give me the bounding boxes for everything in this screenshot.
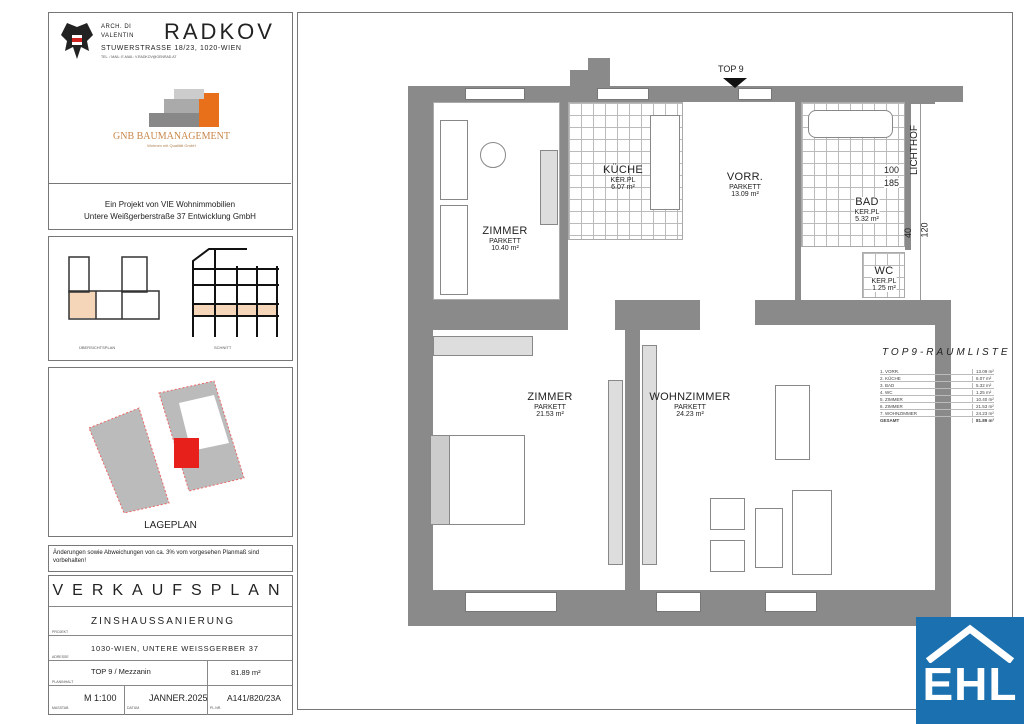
plannr-value: A141/820/23A xyxy=(227,693,281,703)
house-roof-icon xyxy=(925,624,1015,663)
lichthof-label: LICHTHOF xyxy=(909,125,920,175)
site-plan-panel: LAGEPLAN xyxy=(48,367,293,537)
massstab-value: M 1:100 xyxy=(84,693,117,703)
section-drawing xyxy=(192,248,279,337)
ehl-logo: EHL xyxy=(916,617,1024,724)
gnb-building-logo xyxy=(149,89,219,127)
austrian-eagle-logo xyxy=(61,23,93,59)
projekt-label: PROJEKT xyxy=(52,630,69,634)
room-list-row: 1. VORR.13.09 m² xyxy=(880,368,994,375)
site-plan-label: LAGEPLAN xyxy=(144,520,197,531)
title-block-title: VERKAUFSPLAN xyxy=(52,582,289,599)
architect-contact: TEL. / MAIL: E-MAIL: V.RADKOV@GENRAD.AT xyxy=(101,55,177,59)
ehl-logo-text: EHL xyxy=(922,658,1018,710)
lichthof xyxy=(920,104,935,300)
project-credit-line2: Untere Weißgerberstraße 37 Entwicklung G… xyxy=(84,212,256,221)
architect-prefix-1: ARCH. DI xyxy=(101,24,132,30)
architect-prefix-2: VALENTIN xyxy=(101,33,134,39)
title-block: VERKAUFSPLAN PROJEKT ZINSHAUSSANIERUNG A… xyxy=(48,575,293,715)
architect-name: RADKOV xyxy=(164,19,275,44)
architect-panel: ARCH. DI VALENTIN RADKOV STUWERSTRASSE 1… xyxy=(48,12,293,230)
site-plan-drawing xyxy=(88,380,245,513)
room-list-title: TOP9-RAUMLISTE xyxy=(882,347,1011,358)
overview-floorplan xyxy=(68,256,160,320)
gnb-logo-name: GNB BAUMANAGEMENT xyxy=(113,131,230,142)
plannr-label: PL.NR. xyxy=(210,706,222,710)
datum-label: DATUM xyxy=(127,706,140,710)
disclaimer: Änderungen sowie Abweichungen von ca. 3%… xyxy=(48,545,293,572)
project-credit-line1: Ein Projekt von VIE Wohnimmobilien xyxy=(104,200,236,209)
dim-185: 185 xyxy=(884,178,900,188)
adresse-value: 1030-WIEN, UNTERE WEISSGERBER 37 xyxy=(91,644,259,653)
dim-120: 120 xyxy=(919,222,930,238)
projekt-value: ZINSHAUSSANIERUNG xyxy=(91,616,236,627)
entrance-label: TOP 9 xyxy=(718,64,744,74)
total-area: 81.89 m² xyxy=(231,668,261,677)
entrance-arrow-icon xyxy=(723,78,747,88)
planinhalt-value: TOP 9 / Mezzanin xyxy=(91,667,151,676)
planinhalt-label: PLANINHALT xyxy=(52,680,74,684)
overview-plan-label: ÜBERSICHTSPLAN xyxy=(79,345,116,350)
gnb-logo-tagline: Wohnen mit Qualität GmbH xyxy=(147,143,196,148)
architect-address: STUWERSTRASSE 18/23, 1020-WIEN xyxy=(101,45,242,52)
overview-panel: ÜBERSICHTSPLAN SCHNITT xyxy=(48,236,293,361)
adresse-label: ADRESSE xyxy=(52,655,69,659)
massstab-label: MASSTAB xyxy=(52,706,69,710)
dim-100: 100 xyxy=(884,165,900,175)
datum-value: JANNER.2025 xyxy=(149,693,208,703)
section-label: SCHNITT xyxy=(214,345,232,350)
dim-40: 40 xyxy=(903,227,914,239)
site-highlight xyxy=(174,438,199,468)
